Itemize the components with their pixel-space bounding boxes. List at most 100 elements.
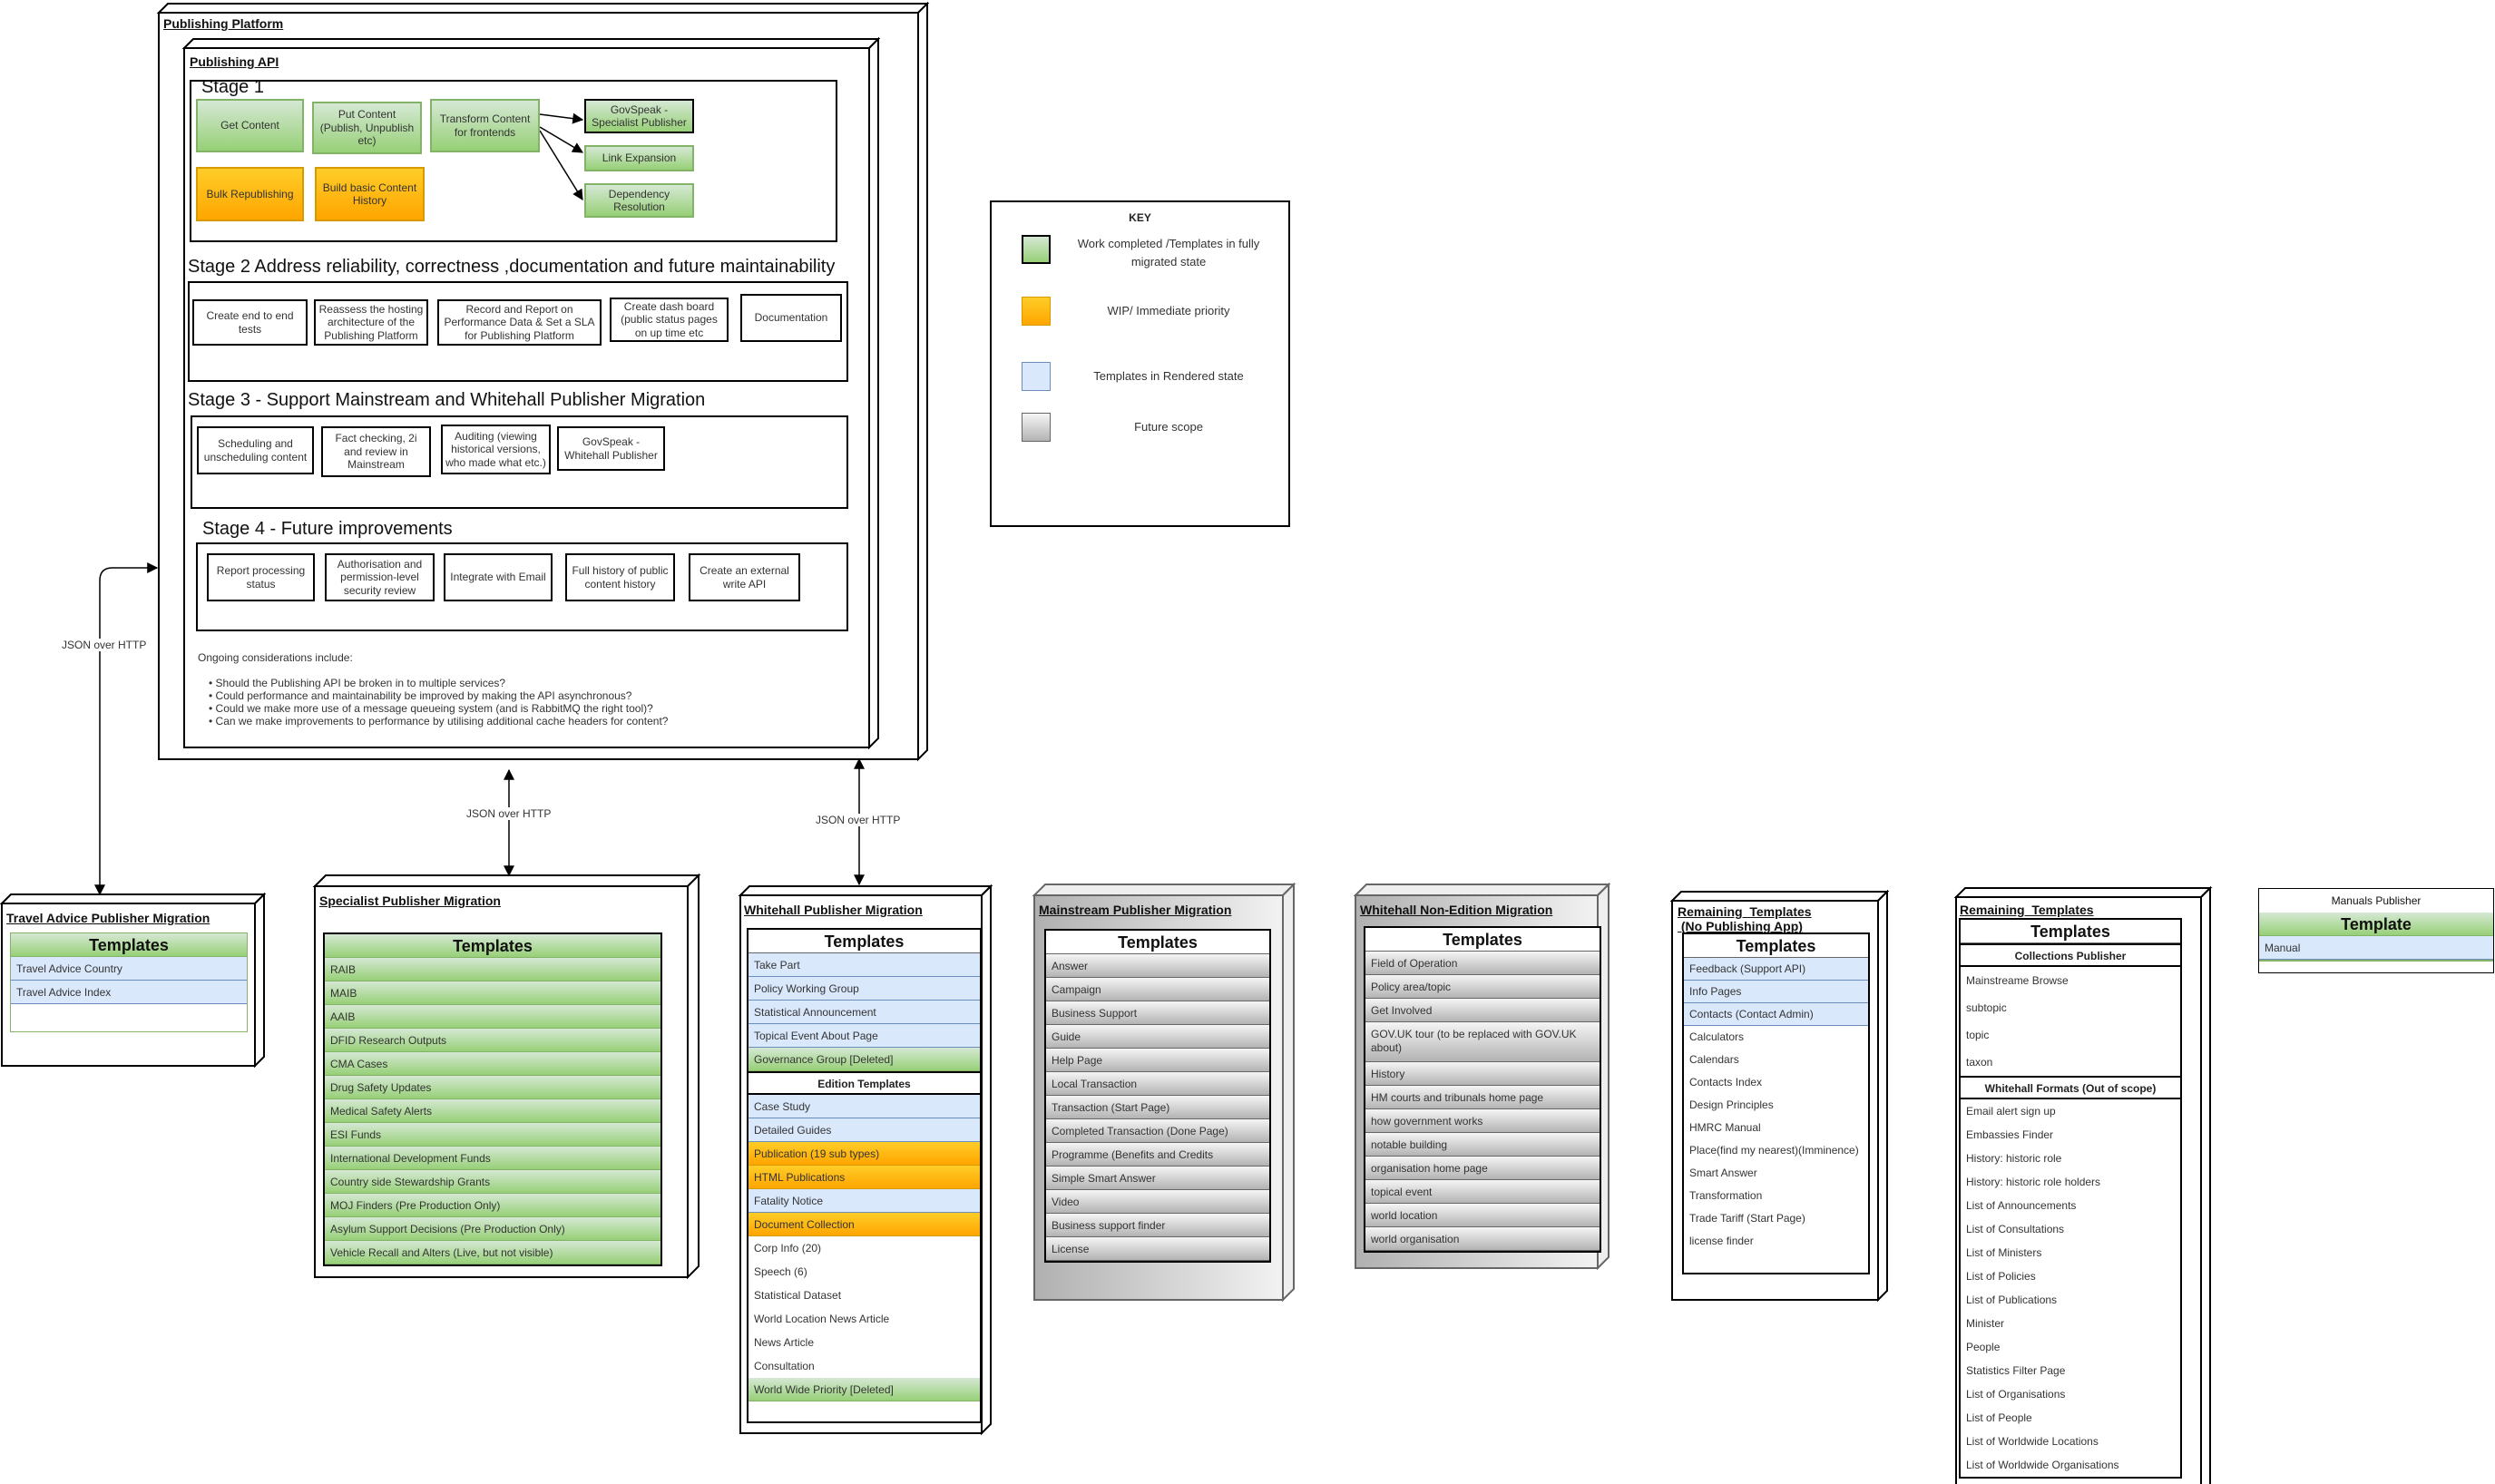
publishing-platform-box — [917, 1, 928, 762]
template-row: History: historic role — [1961, 1147, 2180, 1170]
template-row: People — [1961, 1335, 2180, 1359]
template-row: Contacts (Contact Admin) — [1684, 1003, 1868, 1026]
template-row: Publication (19 sub types) — [748, 1142, 980, 1166]
table-header: Templates — [1046, 931, 1269, 954]
template-row: List of Announcements — [1961, 1194, 2180, 1217]
template-row: Feedback (Support API) — [1684, 958, 1868, 981]
key-label: Future scope — [1134, 420, 1203, 434]
publishing-api-box — [868, 36, 879, 750]
template-row: Info Pages — [1684, 981, 1868, 1003]
stage-4-task: Create an external write API — [689, 553, 800, 601]
stage-3-task: Auditing (viewing historical versions, w… — [441, 425, 551, 474]
remaining-no-app-box — [1877, 889, 1888, 1303]
table-header: Templates — [1961, 920, 2180, 943]
ongoing-considerations: Ongoing considerations include: Should t… — [198, 651, 668, 727]
stage-4-label: Stage 4 - Future improvements — [202, 519, 453, 539]
arrow-to-dependency-resolution — [539, 130, 583, 201]
transform-content-task: Transform Content for frontends — [430, 99, 540, 152]
template-row: Programme (Benefits and Credits — [1046, 1143, 1269, 1167]
connector-label: JSON over HTTP — [60, 639, 149, 651]
connector-label: JSON over HTTP — [814, 814, 903, 826]
template-row: world organisation — [1365, 1227, 1600, 1251]
template-row: License — [1046, 1237, 1269, 1261]
remaining-no-app-box — [1669, 891, 1890, 902]
travel-advice-box — [254, 892, 265, 1069]
mainstream-box — [1032, 884, 1296, 896]
template-row: topical event — [1365, 1180, 1600, 1204]
template-row: World Wide Priority [Deleted] — [748, 1378, 980, 1401]
whitehall-migration-title: Whitehall Publisher Migration — [744, 903, 923, 917]
template-row: Embassies Finder — [1961, 1123, 2180, 1147]
template-row: List of Ministers — [1961, 1241, 2180, 1264]
template-row: Asylum Support Decisions (Pre Production… — [325, 1217, 660, 1241]
stage-4-box — [196, 542, 848, 631]
table-header: Templates — [1365, 928, 1600, 952]
bulk-republishing-task: Bulk Republishing — [196, 167, 304, 221]
template-row: Topical Event About Page — [748, 1024, 980, 1048]
consideration-item: Could we make more use of a message queu… — [209, 702, 668, 715]
template-row: Travel Advice Index — [11, 981, 247, 1004]
template-row: Get Involved — [1365, 999, 1600, 1022]
template-row: Fatality Notice — [748, 1189, 980, 1213]
publishing-platform-box — [156, 3, 930, 14]
template-row: Document Collection — [748, 1213, 980, 1236]
table-header: Templates — [11, 933, 247, 957]
template-row: List of Organisations — [1961, 1382, 2180, 1406]
template-row: Take Part — [748, 953, 980, 977]
connector-travel-advice — [94, 562, 159, 896]
stage-3-label: Stage 3 - Support Mainstream and Whiteha… — [188, 390, 706, 410]
travel-advice-box — [0, 893, 267, 904]
template-row: Answer — [1046, 954, 1269, 978]
template-row: HTML Publications — [748, 1166, 980, 1189]
dependency-resolution-task: Dependency Resolution — [584, 183, 694, 218]
api-title: Publishing API — [190, 54, 279, 69]
mainstream-migration-title: Mainstream Publisher Migration — [1039, 903, 1232, 917]
stage-4-task: Authorisation and permission-level secur… — [325, 553, 435, 601]
template-row: Speech (6) — [748, 1260, 980, 1284]
template-row: MOJ Finders (Pre Production Only) — [325, 1194, 660, 1217]
template-row: AAIB — [325, 1005, 660, 1029]
table-spacer — [11, 1004, 247, 1031]
template-row: Guide — [1046, 1025, 1269, 1049]
stage-3-box — [191, 415, 848, 509]
template-row: Statistics Filter Page — [1961, 1359, 2180, 1382]
template-row: MAIB — [325, 981, 660, 1005]
template-row: Corp Info (20) — [748, 1236, 980, 1260]
get-content-task: Get Content — [196, 99, 304, 152]
table-header: Whitehall Formats (Out of scope) — [1961, 1076, 2180, 1099]
template-row: Calendars — [1684, 1049, 1868, 1071]
template-row: Smart Answer — [1684, 1162, 1868, 1185]
stage-1-box — [190, 80, 837, 242]
stage-2-task: Record and Report on Performance Data & … — [437, 299, 602, 346]
template-row: List of Worldwide Organisations — [1961, 1453, 2180, 1477]
template-row: ESI Funds — [325, 1123, 660, 1147]
specialist-migration-title: Specialist Publisher Migration — [319, 893, 501, 908]
template-row: International Development Funds — [325, 1147, 660, 1170]
template-row: license finder — [1684, 1230, 1868, 1253]
key-swatch-gray — [1022, 413, 1051, 442]
template-row: HMRC Manual — [1684, 1117, 1868, 1139]
template-row: Business Support — [1046, 1001, 1269, 1025]
stage-3-task: Scheduling and unscheduling content — [197, 426, 314, 474]
legend-key: KEY Work completed /Templates in fully m… — [990, 200, 1290, 527]
template-row: List of Policies — [1961, 1264, 2180, 1288]
stage-2-task: Documentation — [740, 294, 842, 342]
template-row: Vehicle Recall and Alters (Live, but not… — [325, 1241, 660, 1264]
table-header: Collections Publisher — [1961, 943, 2180, 967]
template-row: News Article — [748, 1331, 980, 1354]
publishing-api-box — [181, 38, 881, 49]
key-swatch-green — [1022, 235, 1051, 264]
table-header: Template — [2259, 913, 2493, 936]
platform-title: Publishing Platform — [163, 16, 284, 31]
consideration-item: Could performance and maintainability be… — [209, 689, 668, 702]
template-row: World Location News Article — [748, 1307, 980, 1331]
key-title: KEY — [1129, 211, 1151, 224]
template-row: Medical Safety Alerts — [325, 1099, 660, 1123]
stage-2-label: Stage 2 Address reliability, correctness… — [188, 257, 836, 277]
template-row: History: historic role holders — [1961, 1170, 2180, 1194]
stage-3-task: Fact checking, 2i and review in Mainstre… — [321, 426, 431, 477]
stage-4-task: Report processing status — [207, 553, 315, 601]
